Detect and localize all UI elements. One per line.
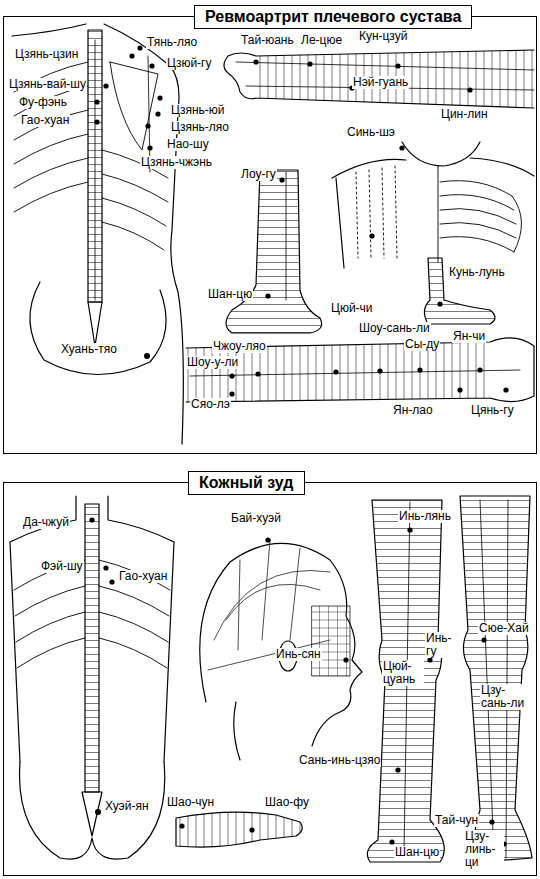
- point-label: Сяо-лэ: [190, 398, 231, 411]
- point-label: Шао-фу: [264, 796, 310, 809]
- forearm-outline: [186, 338, 534, 402]
- pelvis-outline: [20, 762, 165, 859]
- panel-heading: Ревмоартрит плечевого сустава: [194, 5, 472, 29]
- point-label: Хуэй-ян: [104, 800, 150, 813]
- point-label: Инь-сян: [275, 648, 322, 661]
- point-label: Ян-лао: [392, 404, 434, 417]
- point-label: Синь-шэ: [346, 126, 396, 139]
- point-label: Ле-цюе: [300, 34, 343, 47]
- point-label: Цзянь-юй: [170, 104, 225, 117]
- point-label: Тай-чун: [434, 814, 479, 827]
- point-label: Кун-цзуй: [358, 30, 408, 43]
- face-grid: [312, 606, 350, 676]
- leg-outline: [367, 500, 444, 862]
- point-dots: [229, 367, 508, 396]
- point-label: Бай-хуэй: [230, 512, 282, 525]
- panel-heading: Кожный зуд: [188, 471, 305, 495]
- point-label: Сы-ду: [404, 338, 440, 351]
- point-label: Сюе-Хай: [478, 622, 530, 635]
- point-label: Цзюй-гу: [166, 57, 212, 70]
- hand-outline: [176, 812, 302, 847]
- forearm-outline: [224, 50, 534, 108]
- point-label: Сань-инь-цзяо: [298, 754, 381, 767]
- point-label: Чжоу-ляо: [212, 340, 267, 353]
- meridian-line: [356, 166, 397, 258]
- point-label: Цюй-чи: [330, 302, 374, 315]
- meridian-line: [286, 172, 287, 300]
- point-label: Шоу-сань-ли: [358, 322, 431, 335]
- leg-outline: [226, 170, 322, 333]
- chest-outline: [332, 142, 534, 268]
- point-label: Шао-чун: [166, 796, 215, 809]
- point-label: Хуань-тяо: [60, 343, 118, 356]
- point-label: Да-чжуй: [22, 516, 70, 529]
- point-label: Цзу-линь-ци: [464, 830, 504, 870]
- rib-lines: [438, 166, 522, 262]
- point-label: Тай-юань: [240, 34, 295, 47]
- scalp-grid: [208, 540, 330, 670]
- point-label: Шан-цю: [207, 288, 253, 301]
- point-label: Шан-цю: [394, 846, 440, 859]
- point-label: Фэй-шу: [40, 560, 84, 573]
- point-label: Гао-хуан: [20, 114, 70, 127]
- point-dots: [94, 45, 162, 359]
- point-label: Инь-гу: [425, 632, 457, 658]
- point-label: Цзянь-вай-шу: [8, 78, 87, 91]
- pelvis-outline: [30, 282, 166, 375]
- point-dots: [265, 537, 348, 662]
- leg-outline: [460, 496, 532, 862]
- point-dot: [437, 301, 442, 306]
- point-label: Тянь-ляо: [146, 36, 198, 49]
- point-label: Цюй-цуань: [382, 660, 424, 686]
- meridian-line: [95, 40, 150, 300]
- point-label: Цзу-сань-ли: [480, 684, 530, 710]
- meridian-line: [190, 370, 520, 376]
- point-label: Кунь-лунь: [448, 266, 506, 279]
- spine-grid: [85, 504, 99, 792]
- point-label: Ян-чи: [452, 330, 486, 343]
- point-label: Фу-фэнь: [18, 96, 68, 109]
- point-label: Инь-лянь: [398, 510, 452, 523]
- rib-lines: [14, 560, 170, 668]
- point-dots: [89, 517, 114, 815]
- point-dots: [253, 59, 472, 92]
- point-label: Цзянь-цзин: [14, 48, 79, 61]
- point-label: Цзянь-ляо: [170, 121, 230, 134]
- point-label: Шоу-у-ли: [186, 356, 239, 369]
- point-label: Нэй-гуань: [352, 76, 409, 89]
- point-dots: [179, 823, 254, 832]
- point-dots: [481, 637, 508, 846]
- point-label: Нао-шу: [166, 138, 210, 151]
- point-label: Цянь-гу: [470, 404, 515, 417]
- scapula-outline: [110, 62, 158, 150]
- meridian-line: [480, 500, 508, 858]
- head-outline: [200, 543, 362, 760]
- point-label: Лоу-гу: [240, 168, 277, 181]
- point-label: Цин-лин: [440, 108, 489, 121]
- point-label: Гао-хуан: [118, 570, 168, 583]
- meridian-line: [236, 62, 534, 90]
- point-dots: [369, 145, 404, 238]
- point-dots: [265, 177, 284, 298]
- point-label: Цзянь-чжэнь: [140, 156, 213, 169]
